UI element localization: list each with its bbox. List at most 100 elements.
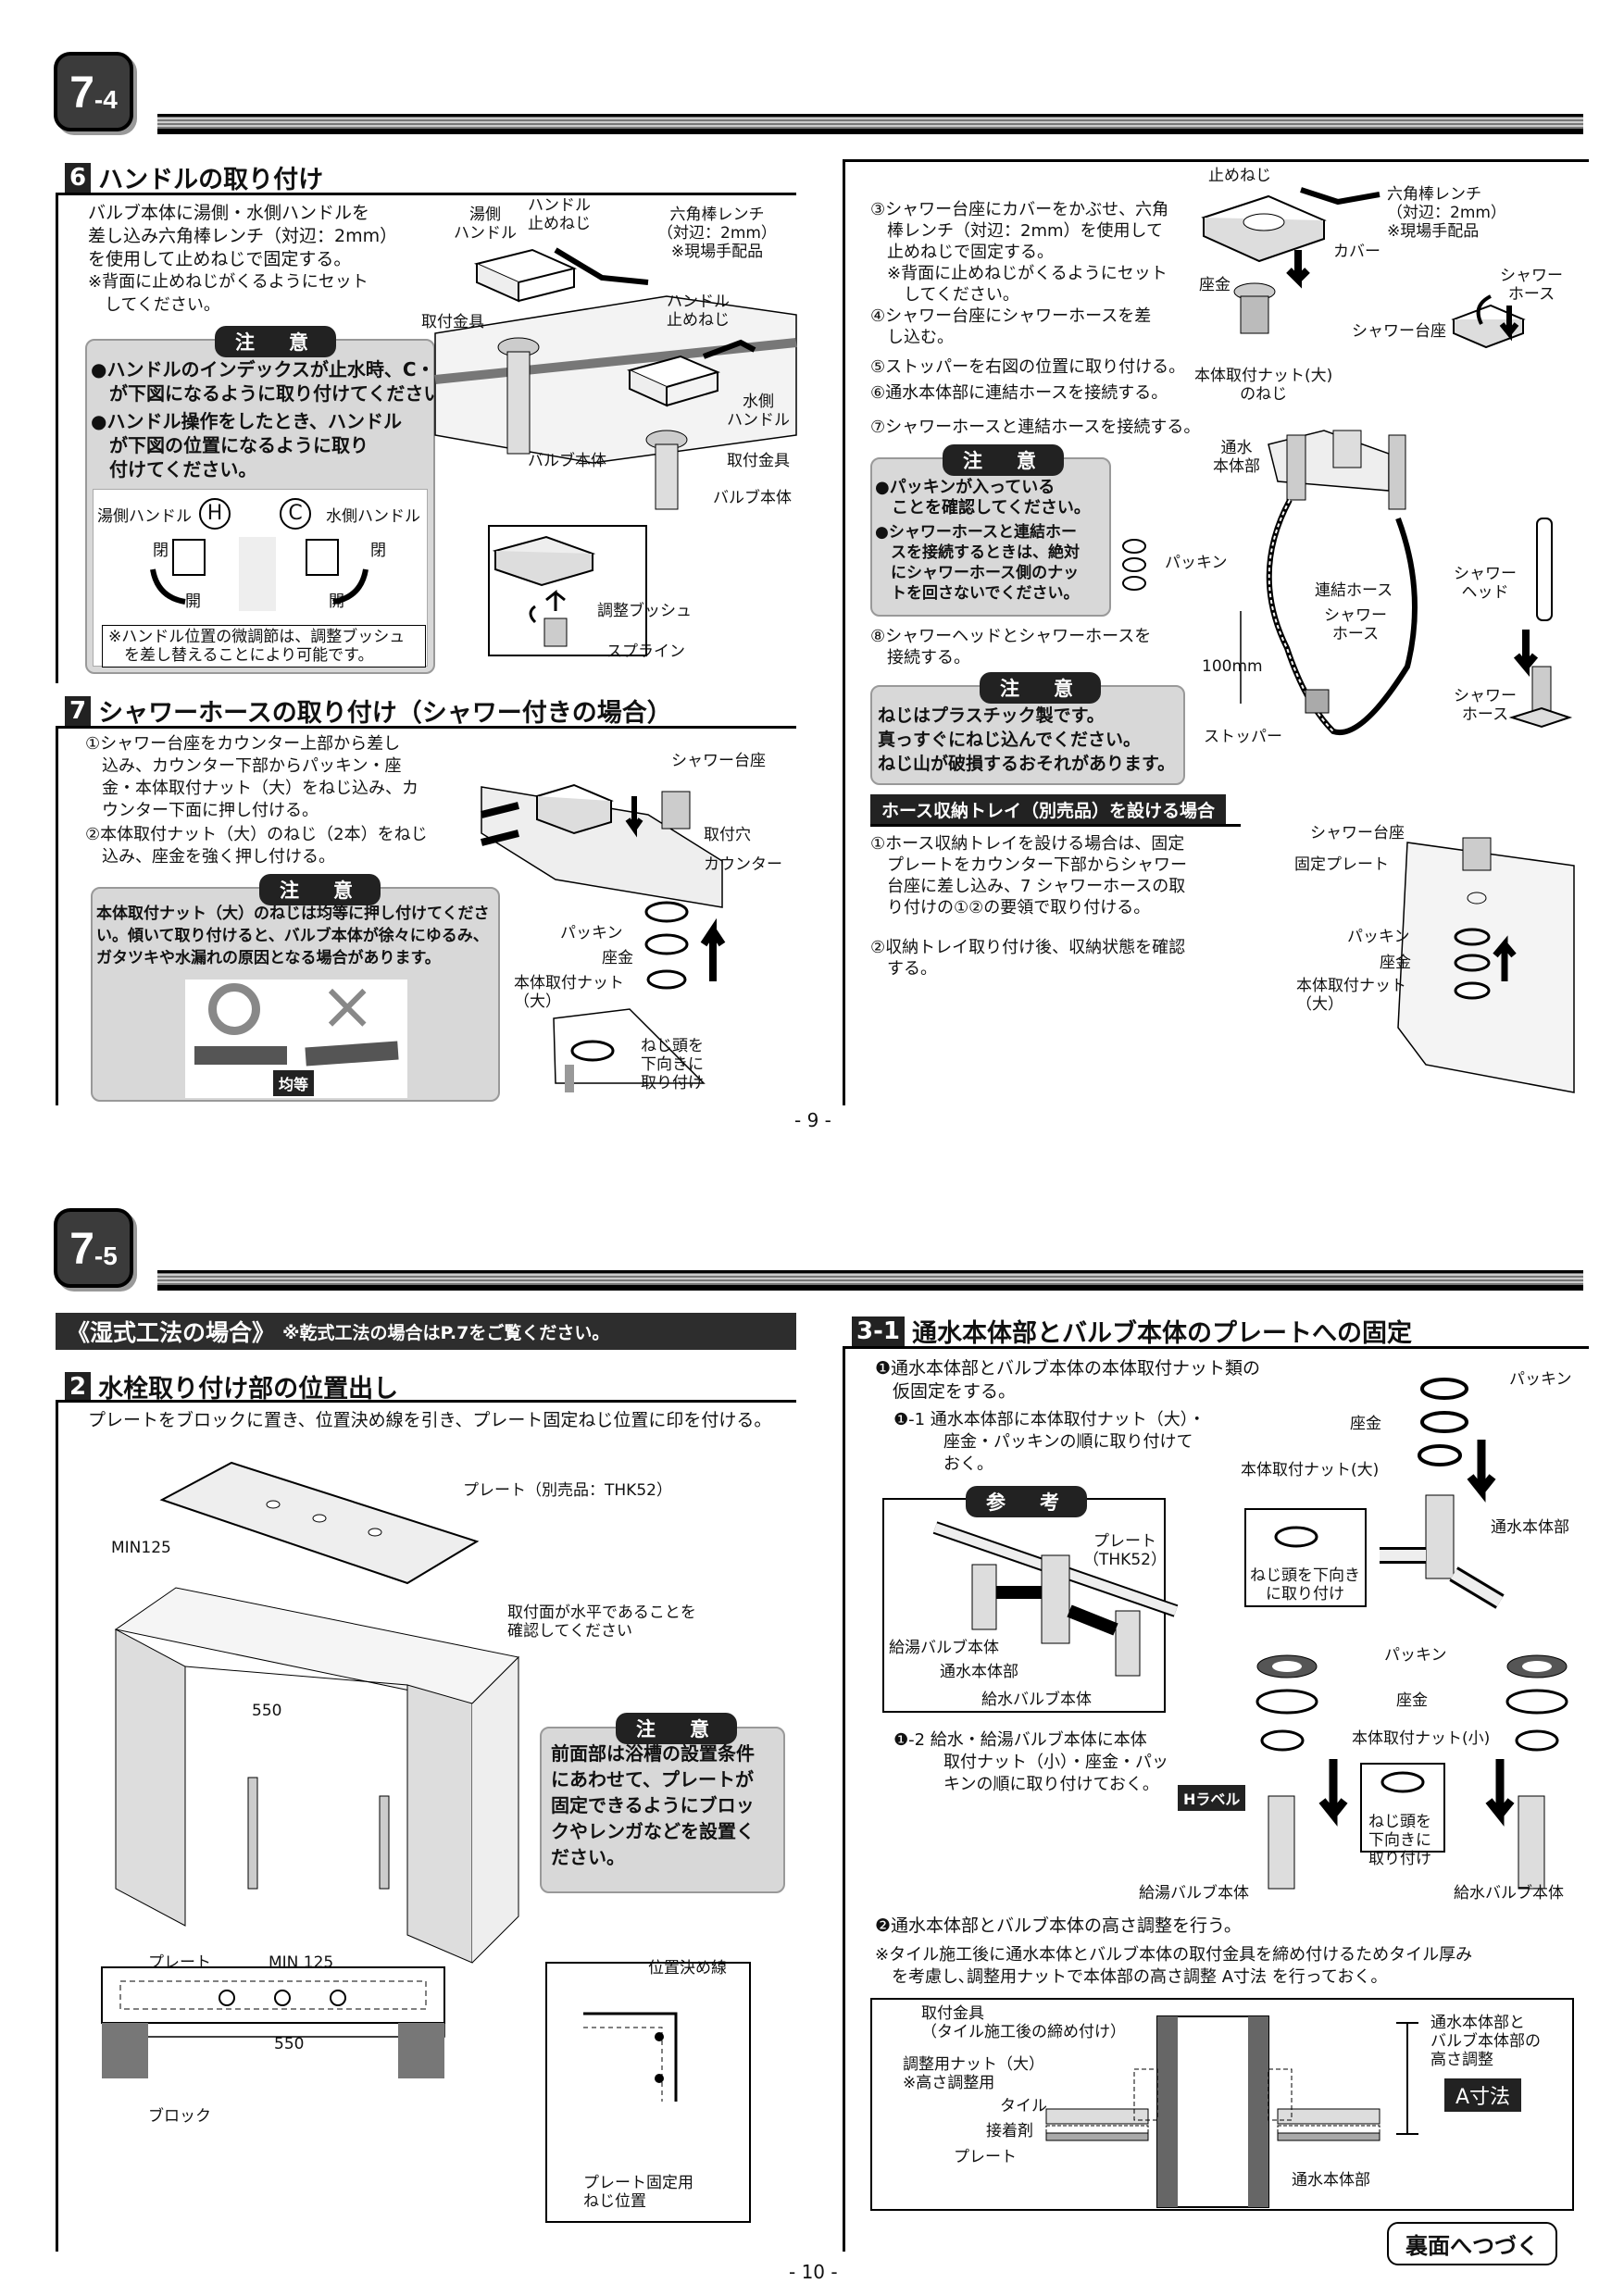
label: 通水本体部 bbox=[1292, 2171, 1370, 2190]
divider bbox=[56, 193, 796, 195]
tray-heading: ホース収納トレイ（別売品）を設ける場合 bbox=[870, 794, 1227, 825]
sec31-step1: ❶通水本体部とバルブ本体の本体取付ナット類の 仮固定をする。 bbox=[875, 1358, 1261, 1402]
adjust-note: ※ハンドル位置の微調節は、調整ブッシュ を差し替えることにより可能です。 bbox=[102, 625, 426, 668]
label: 位置決め線 bbox=[648, 1959, 727, 1978]
label: シャワー ヘッド bbox=[1454, 565, 1517, 602]
label: シャワー ホース bbox=[1500, 267, 1563, 304]
right-step5: ⑤ストッパーを右図の位置に取り付ける。 bbox=[870, 357, 1186, 377]
label: 給水バルブ本体 bbox=[981, 1691, 1092, 1709]
label: 座金 bbox=[1396, 1691, 1428, 1710]
label: 取付金具 bbox=[727, 452, 790, 470]
label: 取付面が水平であることを 確認してください bbox=[507, 1603, 696, 1641]
label: 通水 本体部 bbox=[1213, 439, 1260, 476]
label: 本体取付ナット （大） bbox=[1296, 977, 1406, 1014]
right-step7: ⑦シャワーホースと連結ホースを接続する。 bbox=[870, 418, 1201, 437]
label: 通水本体部と バルブ本体部の 高さ調整 bbox=[1430, 2014, 1541, 2069]
caution-title: 注 意 bbox=[616, 1713, 737, 1744]
reference-title: 参 考 bbox=[966, 1486, 1087, 1517]
divider bbox=[56, 1400, 796, 1403]
label: 550 bbox=[274, 2035, 305, 2053]
close-label: 閉 bbox=[370, 542, 386, 560]
label: 本体取付ナット(大) bbox=[1241, 1461, 1380, 1479]
wet-method-banner: 《湿式工法の場合》※乾式工法の場合はP.7をご覧ください。 bbox=[56, 1313, 796, 1350]
label: シャワー台座 bbox=[1352, 322, 1446, 341]
h-label-tag: Hラベル bbox=[1178, 1785, 1246, 1811]
tray-step1: ①ホース収納トレイを設ける場合は、固定 プレートをカウンター下部からシャワー 台… bbox=[870, 834, 1187, 917]
caution-text-2: ●シャワーホースと連結ホー スを接続するときは、絶対 にシャワーホース側のナッ … bbox=[875, 523, 1080, 603]
label: ハンドル 止めねじ bbox=[528, 196, 591, 233]
label: 湯側 ハンドル bbox=[454, 206, 517, 243]
divider bbox=[56, 726, 796, 729]
label: バルブ本体 bbox=[713, 489, 792, 507]
label: 給湯バルブ本体 bbox=[1139, 1884, 1249, 1903]
label: 調整用ナット（大） ※高さ調整用 bbox=[903, 2055, 1044, 2092]
label: 座金 bbox=[1380, 954, 1411, 972]
divider bbox=[56, 1400, 58, 2252]
label: カウンター bbox=[704, 855, 782, 874]
label: 接着剤 bbox=[986, 2122, 1033, 2140]
label: プレート固定用 ねじ位置 bbox=[583, 2174, 693, 2211]
spout-shape bbox=[239, 537, 276, 611]
label: ハンドル 止めねじ bbox=[667, 293, 730, 330]
sec31-note: ※タイル施工後に通水本体とバルブ本体の取付金具を締め付けるためタイル厚み を考慮… bbox=[875, 1945, 1473, 1987]
label: シャワー台座 bbox=[1310, 824, 1405, 842]
label: 通水本体部 bbox=[940, 1663, 1018, 1681]
label: 本体取付ナット （大） bbox=[514, 974, 624, 1011]
label: 座金 bbox=[1199, 276, 1230, 294]
open-label: 開 bbox=[185, 593, 201, 611]
label: ストッパー bbox=[1204, 728, 1282, 746]
right-step4: ④シャワー台座にシャワーホースを差 し込む。 bbox=[870, 306, 1152, 347]
sec31-step1-2: ❶-2 給水・給湯バルブ本体に本体 取付ナット（小）・座金・パッ キンの順に取り… bbox=[893, 1730, 1168, 1794]
label: ねじ頭を 下向きに 取り付け bbox=[641, 1037, 704, 1092]
tray-step2: ②収納トレイ取り付け後、収納状態を確認 する。 bbox=[870, 938, 1186, 979]
caution-title: 注 意 bbox=[215, 326, 336, 357]
caution-title: 注 意 bbox=[980, 672, 1101, 704]
caution-box bbox=[540, 1727, 785, 1893]
a-dimension-tag: A寸法 bbox=[1444, 2078, 1522, 2112]
label: 調整ブッシュ bbox=[597, 602, 692, 620]
label: タイル bbox=[1000, 2097, 1047, 2115]
sec6-note: ※背面に止めねじがくるようにセット してください。 bbox=[88, 272, 369, 315]
label: パッキン bbox=[1384, 1646, 1447, 1665]
label: 連結ホース bbox=[1315, 581, 1393, 600]
label: スプライン bbox=[606, 643, 685, 661]
divider bbox=[843, 1346, 1589, 1349]
caution-text-1: ●ハンドルのインデックスが止水時、C・H が下図になるように取り付けてください。 bbox=[91, 358, 461, 405]
label: 水側 ハンドル bbox=[727, 393, 790, 430]
divider bbox=[843, 1346, 845, 2252]
label: ねじ頭を下向き に取り付け bbox=[1250, 1566, 1360, 1603]
ok-mark bbox=[208, 983, 260, 1035]
label: プレート bbox=[148, 1953, 211, 1972]
section-badge-7-5: 7-5 bbox=[54, 1208, 133, 1288]
section-badge-7-4: 7-4 bbox=[54, 52, 133, 131]
caution-title: 注 意 bbox=[943, 444, 1064, 476]
ng-mark: × bbox=[319, 967, 376, 1044]
label: シャワー台座 bbox=[671, 752, 766, 770]
caution-text: 本体取付ナット（大）のねじは均等に押し付けてくださ い。傾いて取り付けると、バル… bbox=[96, 905, 490, 967]
label: 固定プレート bbox=[1294, 855, 1389, 874]
page-number: - 9 - bbox=[794, 1109, 831, 1131]
label: 100mm bbox=[1202, 657, 1263, 676]
hot-handle-label: 湯側ハンドル bbox=[97, 507, 192, 526]
label: 給湯バルブ本体 bbox=[889, 1639, 999, 1657]
label: 六角棒レンチ （対辺：2mm） ※現場手配品 bbox=[1387, 185, 1506, 241]
continue-badge: 裏面へつづく bbox=[1387, 2222, 1557, 2265]
label: 550 bbox=[252, 1702, 282, 1720]
label: 座金 bbox=[602, 949, 633, 967]
label: プレート（別売品：THK52） bbox=[463, 1481, 672, 1500]
label: 止めねじ bbox=[1208, 167, 1271, 185]
caution-text: 前面部は浴槽の設置条件 にあわせて、プレートが 固定できるようにブロッ クやレン… bbox=[551, 1742, 755, 1868]
close-label: 閉 bbox=[153, 542, 169, 560]
label: 本体取付ナット(大) のねじ bbox=[1194, 367, 1333, 404]
divider bbox=[843, 159, 845, 1105]
label: プレート （THK52） bbox=[1083, 1532, 1167, 1569]
